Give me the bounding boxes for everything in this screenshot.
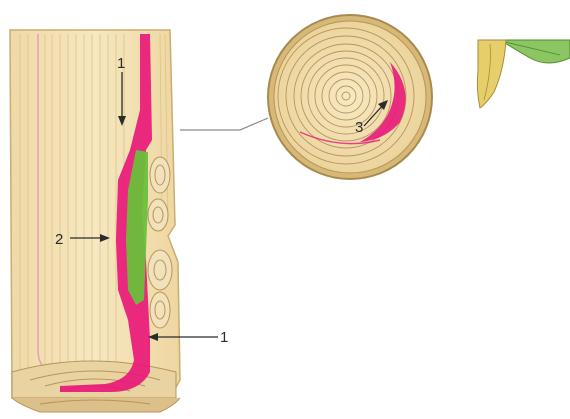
trunk-cross-section — [268, 15, 432, 179]
leaf-fragment — [477, 40, 570, 108]
label-1-bottom: 1 — [220, 329, 228, 346]
bud-icon — [477, 40, 506, 108]
label-2: 2 — [55, 231, 63, 248]
label-3: 3 — [355, 119, 363, 136]
connector-line — [180, 118, 268, 130]
trunk-longitudinal-section — [10, 30, 180, 412]
label-1-top: 1 — [117, 55, 125, 72]
